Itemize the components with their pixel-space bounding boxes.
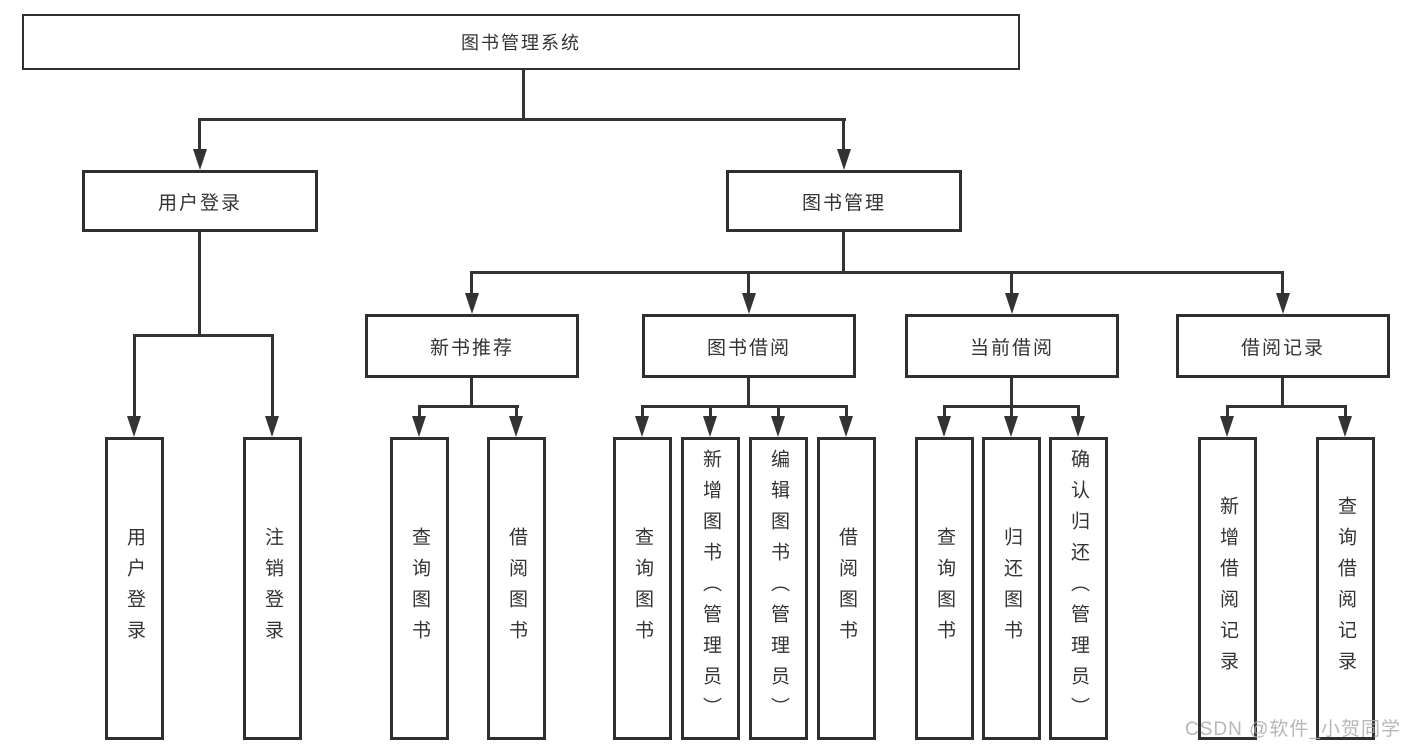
connector-line — [470, 273, 473, 295]
node-user-login-label: 用户登录 — [157, 192, 242, 214]
leaf-logout: 注销登录 — [243, 437, 302, 740]
arrow-down-icon — [703, 416, 717, 437]
leaf-query-borrow-record: 查询借阅记录 — [1316, 437, 1375, 740]
leaf-edit-book-admin-label: 编辑图书（管理员） — [768, 449, 789, 728]
leaf-user-login: 用户登录 — [105, 437, 164, 740]
arrow-down-icon — [412, 416, 426, 437]
leaf-query-books-current-label: 查询图书 — [934, 526, 955, 651]
arrow-down-icon — [937, 416, 951, 437]
arrow-down-icon — [635, 416, 649, 437]
leaf-user-login-label: 用户登录 — [124, 526, 145, 651]
arrow-down-icon — [1276, 293, 1290, 314]
node-user-login: 用户登录 — [82, 170, 318, 232]
connector-line — [198, 232, 201, 336]
connector-line — [133, 334, 274, 337]
connector-line — [747, 378, 750, 408]
connector-line — [1226, 406, 1229, 418]
arrow-down-icon — [1220, 416, 1234, 437]
connector-line — [1344, 406, 1347, 418]
connector-line — [1226, 405, 1347, 408]
node-root: 图书管理系统 — [22, 14, 1020, 70]
leaf-return-book: 归还图书 — [982, 437, 1041, 740]
arrow-down-icon — [1338, 416, 1352, 437]
node-current-borrowing: 当前借阅 — [905, 314, 1119, 378]
connector-line — [1281, 273, 1284, 295]
connector-line — [198, 120, 201, 151]
arrow-down-icon — [265, 416, 279, 437]
connector-line — [709, 406, 712, 418]
connector-line — [1010, 378, 1013, 408]
arrow-down-icon — [127, 416, 141, 437]
connector-line — [641, 406, 644, 418]
arrow-down-icon — [1071, 416, 1085, 437]
connector-line — [515, 406, 518, 418]
leaf-query-borrow-record-label: 查询借阅记录 — [1335, 495, 1356, 682]
node-borrowing-records: 借阅记录 — [1176, 314, 1390, 378]
node-current-borrowing-label: 当前借阅 — [969, 337, 1054, 359]
connector-line — [1010, 406, 1013, 418]
connector-line — [133, 335, 136, 418]
connector-line — [747, 273, 750, 295]
arrow-down-icon — [1004, 416, 1018, 437]
arrow-down-icon — [465, 293, 479, 314]
leaf-add-borrow-record: 新增借阅记录 — [1198, 437, 1257, 740]
node-root-label: 图书管理系统 — [461, 33, 581, 53]
watermark-text: CSDN @软件_小贺同学 — [1185, 719, 1401, 740]
leaf-add-book-admin-label: 新增图书（管理员） — [700, 449, 721, 728]
leaf-confirm-return-admin-label: 确认归还（管理员） — [1068, 449, 1089, 728]
leaf-query-books-borrowing-label: 查询图书 — [632, 526, 653, 651]
connector-line — [1077, 406, 1080, 418]
arrow-down-icon — [837, 149, 851, 170]
arrow-down-icon — [193, 149, 207, 170]
node-new-book-recommend: 新书推荐 — [365, 314, 579, 378]
leaf-add-book-admin: 新增图书（管理员） — [681, 437, 740, 740]
arrow-down-icon — [771, 416, 785, 437]
leaf-borrow-books-recommend-label: 借阅图书 — [506, 526, 527, 651]
leaf-borrow-books-recommend: 借阅图书 — [487, 437, 546, 740]
connector-line — [470, 271, 1284, 274]
connector-line — [1010, 273, 1013, 295]
leaf-query-books-recommend: 查询图书 — [390, 437, 449, 740]
connector-line — [470, 378, 473, 408]
leaf-query-books-borrowing: 查询图书 — [613, 437, 672, 740]
node-book-management-label: 图书管理 — [801, 192, 886, 214]
connector-line — [271, 335, 274, 418]
arrow-down-icon — [742, 293, 756, 314]
node-book-borrowing-label: 图书借阅 — [706, 337, 791, 359]
node-book-borrowing: 图书借阅 — [642, 314, 856, 378]
leaf-logout-label: 注销登录 — [262, 526, 283, 651]
connector-line — [943, 406, 946, 418]
connector-line — [1281, 378, 1284, 408]
connector-line — [198, 118, 846, 121]
leaf-borrow-books-borrowing-label: 借阅图书 — [836, 526, 857, 651]
connector-line — [845, 406, 848, 418]
leaf-query-books-recommend-label: 查询图书 — [409, 526, 430, 651]
connector-line — [777, 406, 780, 418]
connector-line — [418, 406, 421, 418]
connector-line — [418, 405, 519, 408]
connector-line — [842, 120, 845, 151]
leaf-return-book-label: 归还图书 — [1001, 526, 1022, 651]
arrow-down-icon — [839, 416, 853, 437]
leaf-confirm-return-admin: 确认归还（管理员） — [1049, 437, 1108, 740]
leaf-edit-book-admin: 编辑图书（管理员） — [749, 437, 808, 740]
node-book-management: 图书管理 — [726, 170, 962, 232]
node-new-book-recommend-label: 新书推荐 — [429, 337, 514, 359]
node-borrowing-records-label: 借阅记录 — [1240, 337, 1325, 359]
arrow-down-icon — [1005, 293, 1019, 314]
connector-line — [842, 232, 845, 274]
leaf-add-borrow-record-label: 新增借阅记录 — [1217, 495, 1238, 682]
arrow-down-icon — [509, 416, 523, 437]
connector-line — [641, 405, 848, 408]
leaf-borrow-books-borrowing: 借阅图书 — [817, 437, 876, 740]
leaf-query-books-current: 查询图书 — [915, 437, 974, 740]
connector-line — [522, 70, 525, 121]
